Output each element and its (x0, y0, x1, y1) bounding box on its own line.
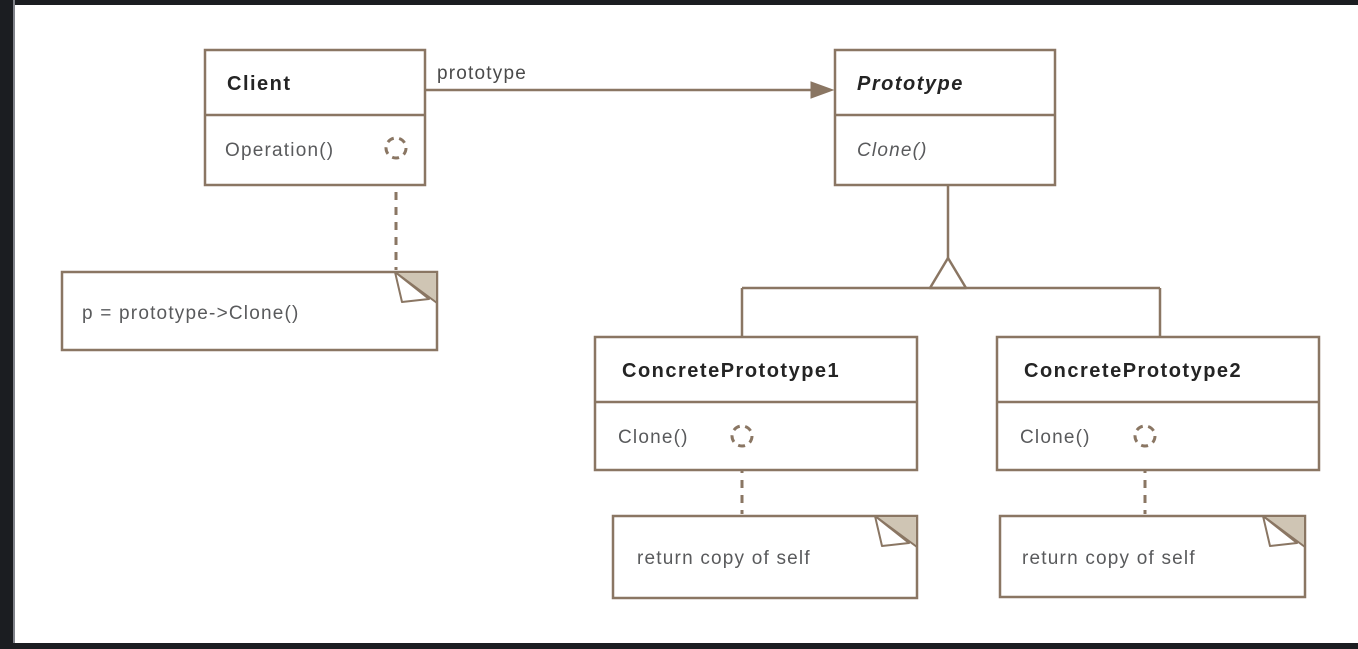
class-concrete-prototype2-box (995, 335, 1321, 472)
window-frame-left (0, 0, 13, 649)
class-concrete-prototype1-box (593, 335, 919, 472)
inheritance-connector (740, 185, 1162, 337)
class-prototype-name: Prototype (857, 73, 964, 95)
class-prototype-method: Clone() (857, 140, 928, 161)
window-frame-left-edge (13, 0, 15, 649)
association-arrowhead-icon (810, 81, 835, 99)
note-concrete2-box (998, 514, 1307, 599)
association-client-prototype: prototype (425, 63, 835, 99)
note-client-text: p = prototype->Clone() (82, 303, 300, 324)
class-client-box (203, 48, 427, 187)
note-concrete2-text: return copy of self (1022, 548, 1196, 569)
note-anchor-icon (1133, 424, 1157, 448)
note-concrete1-text: return copy of self (637, 548, 811, 569)
class-prototype: Prototype Clone() (833, 48, 1057, 187)
class-concrete-prototype2: ConcretePrototype2 Clone() (995, 335, 1321, 472)
class-concrete-prototype1-method: Clone() (618, 427, 689, 448)
class-client-method: Operation() (225, 140, 334, 161)
class-concrete-prototype2-name: ConcretePrototype2 (1024, 360, 1242, 382)
note-fold-flap-icon (874, 515, 910, 547)
note-concrete1-box (611, 514, 919, 600)
class-concrete-prototype1: ConcretePrototype1 Clone() (593, 335, 919, 472)
note-fold-flap-icon (1262, 515, 1298, 547)
note-concrete2: return copy of self (998, 514, 1307, 599)
window-frame-bottom (0, 643, 1358, 649)
class-client: Client Operation() (203, 48, 427, 187)
note-anchor-icon (730, 424, 754, 448)
note-client-box (60, 270, 439, 352)
class-prototype-box (833, 48, 1057, 187)
note-anchor-icon (384, 136, 408, 160)
note-fold-flap-icon (394, 271, 430, 303)
inheritance-triangle-icon (928, 256, 968, 290)
association-label: prototype (437, 63, 527, 84)
class-concrete-prototype1-name: ConcretePrototype1 (622, 360, 840, 382)
note-client: p = prototype->Clone() (60, 270, 439, 352)
class-concrete-prototype2-method: Clone() (1020, 427, 1091, 448)
class-client-name: Client (227, 73, 292, 95)
note-concrete1: return copy of self (611, 514, 919, 600)
window-frame-top (0, 0, 1358, 5)
